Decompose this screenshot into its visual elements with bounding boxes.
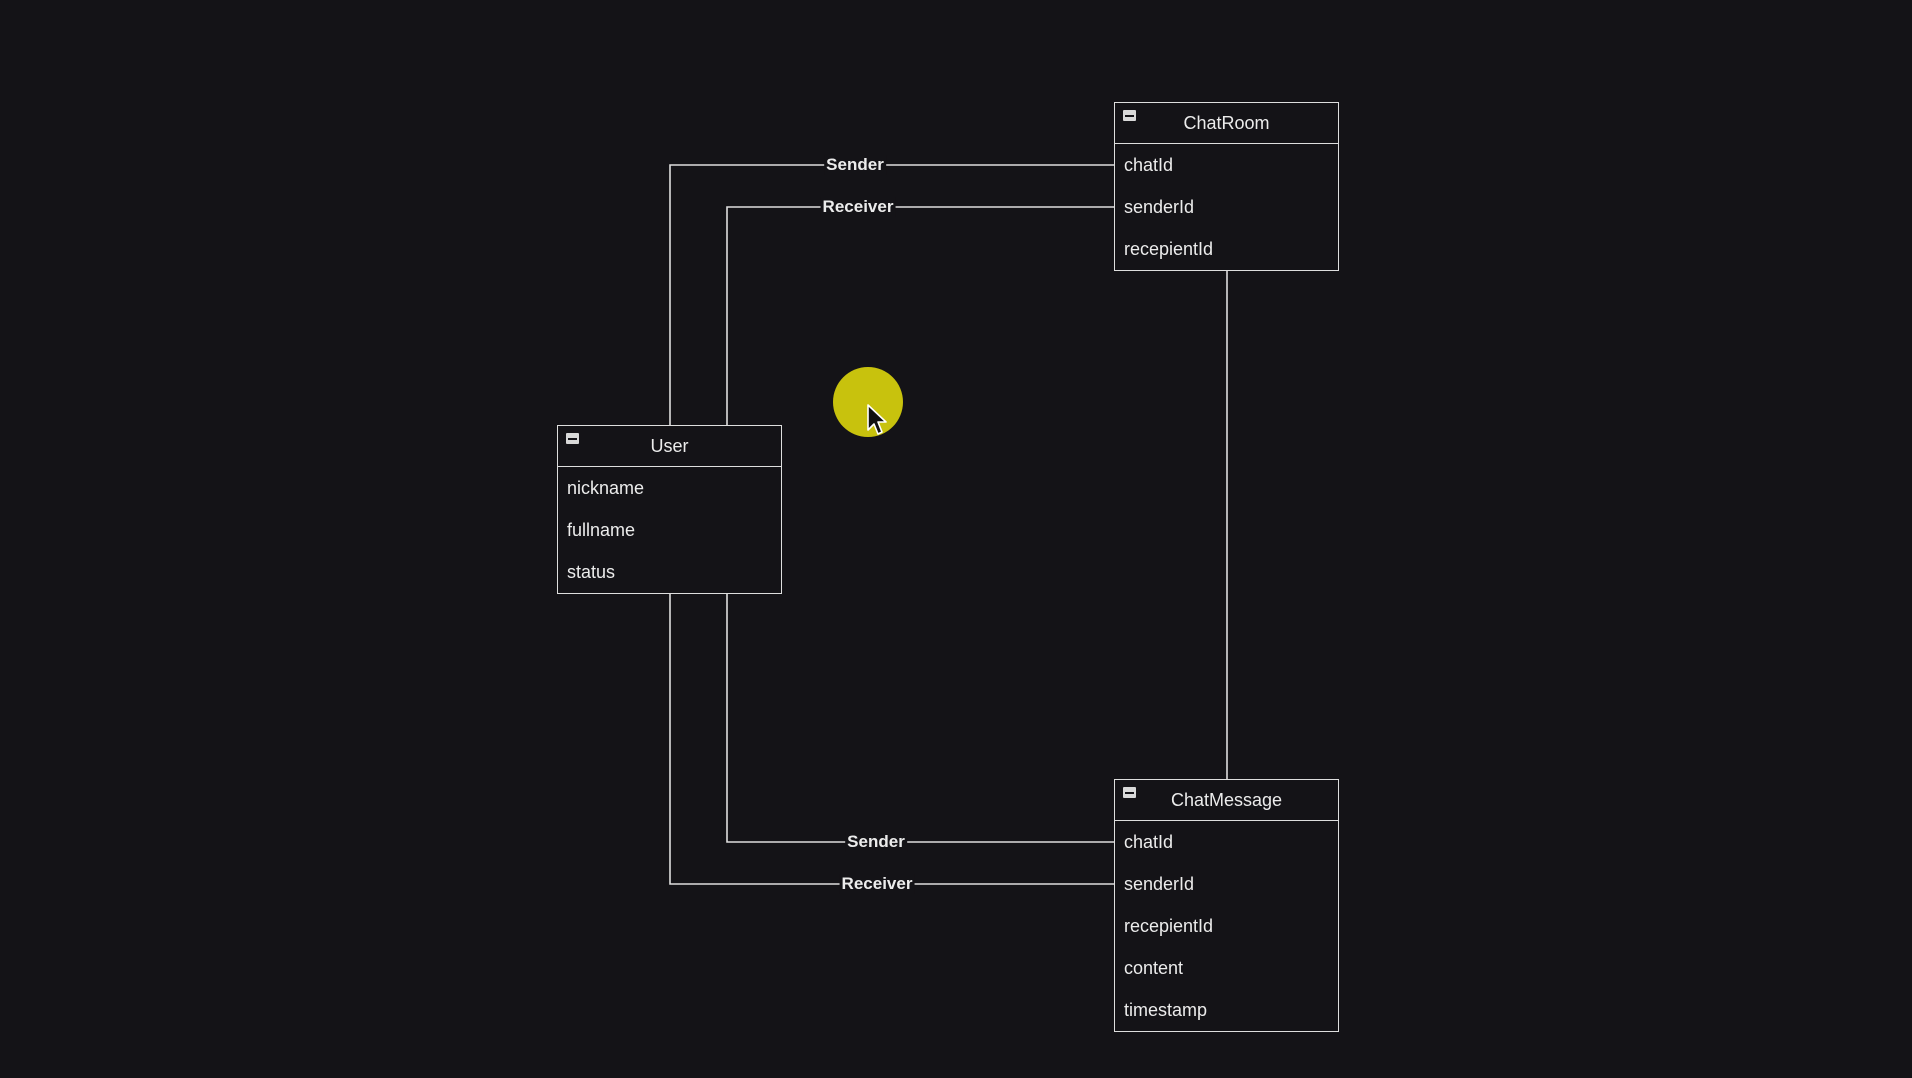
entity-field[interactable]: status: [567, 561, 616, 582]
relation-label-receiver: Receiver: [820, 197, 896, 217]
relation-label-sender: Sender: [845, 832, 907, 852]
entity-title: ChatRoom: [1183, 112, 1270, 133]
entity-field[interactable]: fullname: [567, 519, 636, 540]
entity-title: User: [650, 435, 689, 456]
relation-line-user-chatroom-sender: [669, 164, 1114, 425]
minus-square-icon[interactable]: [1123, 787, 1136, 798]
entity-title: ChatMessage: [1170, 789, 1283, 810]
relation-line-user-chatmessage-sender: [726, 593, 1114, 843]
entity-header[interactable]: ChatRoom: [1115, 103, 1338, 144]
entity-field[interactable]: chatId: [1124, 154, 1174, 175]
entity-field[interactable]: senderId: [1124, 873, 1195, 894]
entity-header[interactable]: ChatMessage: [1115, 780, 1338, 821]
minus-square-icon[interactable]: [566, 433, 579, 444]
entity-field[interactable]: senderId: [1124, 196, 1195, 217]
entity-chatroom[interactable]: ChatRoom chatId senderId recepientId: [1114, 102, 1339, 271]
relation-line-user-chatroom-receiver: [726, 206, 1114, 425]
entity-field[interactable]: chatId: [1124, 831, 1174, 852]
entity-field[interactable]: nickname: [567, 477, 645, 498]
relation-label-receiver: Receiver: [839, 874, 915, 894]
minus-square-icon[interactable]: [1123, 110, 1136, 121]
entity-field[interactable]: timestamp: [1124, 999, 1208, 1020]
entity-field[interactable]: content: [1124, 957, 1184, 978]
mouse-pointer-icon: [867, 404, 887, 435]
relation-line-user-chatmessage-receiver: [669, 593, 1114, 885]
entity-header[interactable]: User: [558, 426, 781, 467]
relation-label-sender: Sender: [824, 155, 886, 175]
entity-field[interactable]: recepientId: [1124, 238, 1214, 259]
entity-chatmessage[interactable]: ChatMessage chatId senderId recepientId …: [1114, 779, 1339, 1032]
entity-field[interactable]: recepientId: [1124, 915, 1214, 936]
entity-user[interactable]: User nickname fullname status: [557, 425, 782, 594]
